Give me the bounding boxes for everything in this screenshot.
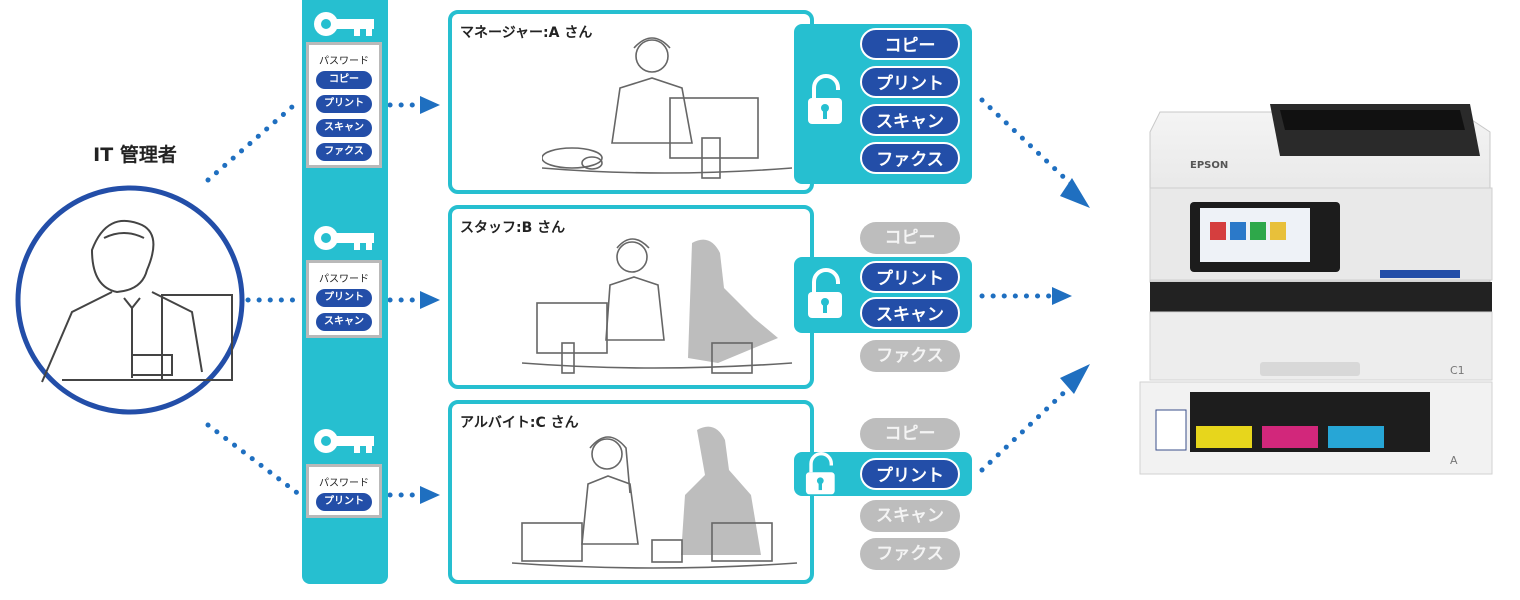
copy-button-parttime[interactable]: コピー bbox=[860, 418, 960, 450]
tray-label-a: A bbox=[1450, 454, 1458, 467]
print-button-parttime[interactable]: プリント bbox=[860, 458, 960, 490]
scan-button-staff[interactable]: スキャン bbox=[860, 297, 960, 329]
scan-button-manager[interactable]: スキャン bbox=[860, 104, 960, 136]
password-card-title: パスワード bbox=[319, 478, 369, 489]
scan-button-parttime[interactable]: スキャン bbox=[860, 500, 960, 532]
password-chip: スキャン bbox=[316, 119, 372, 137]
arrow-user-a-to-printer bbox=[979, 97, 1075, 188]
parttimer-at-desk-icon bbox=[512, 426, 798, 569]
unlocked-padlock-icon bbox=[805, 452, 835, 495]
key-icon bbox=[314, 226, 374, 250]
password-chip: コピー bbox=[316, 71, 372, 89]
password-card-c: パスワード プリント bbox=[306, 464, 382, 518]
password-chip: プリント bbox=[316, 493, 372, 511]
staff-at-desk-icon bbox=[522, 238, 793, 374]
user-box-manager: マネージャー:A さん bbox=[448, 10, 814, 194]
user-box-staff: スタッフ:B さん bbox=[448, 205, 814, 389]
key-icon bbox=[314, 12, 374, 36]
password-chip: スキャン bbox=[316, 313, 372, 331]
print-button-staff[interactable]: プリント bbox=[860, 261, 960, 293]
print-button-manager[interactable]: プリント bbox=[860, 66, 960, 98]
unlocked-padlock-icon bbox=[808, 268, 842, 318]
fax-button-parttime[interactable]: ファクス bbox=[860, 538, 960, 570]
printer-icon: EPSON C1 A bbox=[1139, 104, 1493, 475]
key-icon bbox=[314, 429, 374, 453]
fax-button-staff[interactable]: ファクス bbox=[860, 340, 960, 372]
password-card-a: パスワード コピー プリント スキャン ファクス bbox=[306, 42, 382, 168]
admin-label: IT 管理者 bbox=[93, 144, 177, 166]
password-card-title: パスワード bbox=[319, 274, 369, 285]
arrow-user-c-to-printer bbox=[979, 382, 1075, 473]
user-name-parttime: アルバイト:C さん bbox=[460, 415, 579, 431]
user-name-staff: スタッフ:B さん bbox=[460, 220, 566, 236]
tray-label-c1: C1 bbox=[1450, 364, 1465, 377]
copy-button-manager[interactable]: コピー bbox=[860, 28, 960, 60]
arrow-admin-to-key-a bbox=[205, 97, 303, 183]
printer-brand: EPSON bbox=[1190, 160, 1228, 171]
admin-person-icon bbox=[15, 185, 245, 415]
copy-button-staff[interactable]: コピー bbox=[860, 222, 960, 254]
manager-at-desk-icon bbox=[542, 37, 792, 179]
unlocked-padlock-icon bbox=[808, 74, 842, 124]
password-chip: プリント bbox=[316, 95, 372, 113]
arrow-admin-to-key-c bbox=[205, 422, 303, 498]
password-card-b: パスワード プリント スキャン bbox=[306, 260, 382, 338]
user-name-manager: マネージャー:A さん bbox=[460, 25, 593, 41]
fax-button-manager[interactable]: ファクス bbox=[860, 142, 960, 174]
password-chip: ファクス bbox=[316, 143, 372, 161]
user-box-parttime: アルバイト:C さん bbox=[448, 400, 814, 584]
password-card-title: パスワード bbox=[319, 56, 369, 67]
password-chip: プリント bbox=[316, 289, 372, 307]
